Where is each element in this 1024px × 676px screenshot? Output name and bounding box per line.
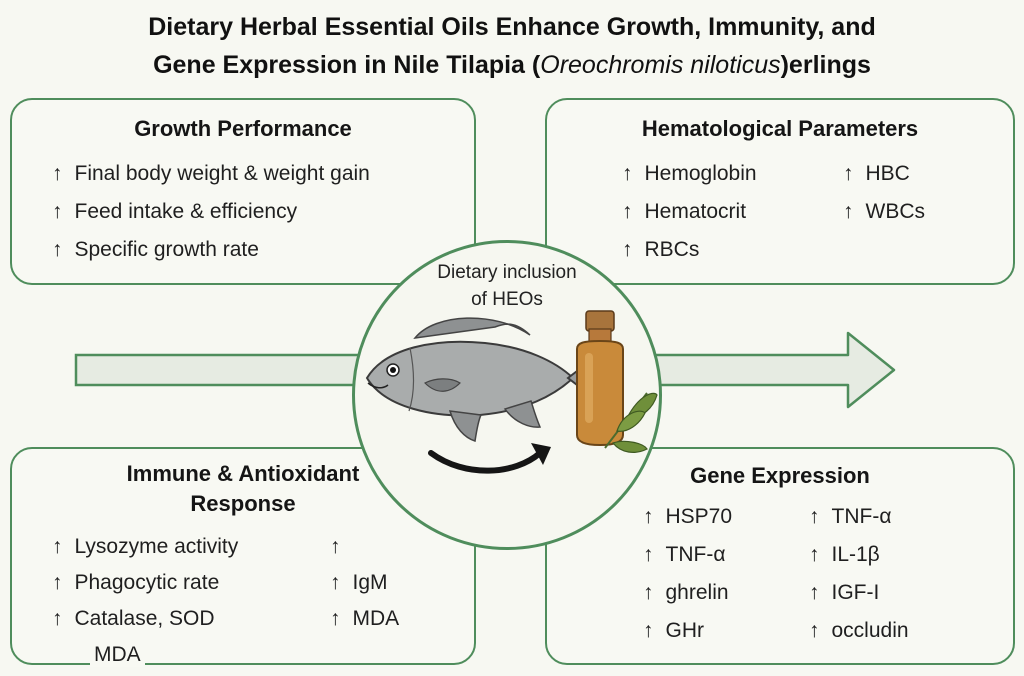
list-item: ↑ Hemoglobin	[622, 162, 757, 186]
curved-arrow-icon	[428, 450, 543, 474]
up-arrow-icon: ↑	[330, 535, 341, 558]
center-label-line-2: of HEOs	[471, 289, 543, 310]
gene-item-label: IGF-I	[831, 581, 880, 604]
growth-performance-box: Growth Performance ↑ Final body weight & …	[10, 98, 476, 285]
hematology-item-label: Hemoglobin	[644, 162, 757, 185]
list-item: ↑ TNF-α	[643, 543, 725, 567]
center-illustration	[365, 310, 658, 474]
list-item: ↑ GHr	[643, 619, 704, 643]
list-item: ↑ MDA	[330, 607, 399, 631]
list-item: ↑	[330, 535, 353, 559]
immune-extra-label: MDA	[90, 643, 145, 667]
title-line-2-end: )erlings	[780, 51, 871, 79]
up-arrow-icon: ↑	[809, 505, 820, 528]
up-arrow-icon: ↑	[843, 200, 854, 223]
up-arrow-icon: ↑	[52, 535, 63, 558]
growth-item-label: Final body weight & weight gain	[74, 162, 370, 185]
hematology-item-label: WBCs	[865, 200, 926, 223]
up-arrow-icon: ↑	[330, 607, 341, 630]
growth-item-label: Specific growth rate	[74, 238, 259, 261]
gene-item-label: TNF-α	[831, 505, 892, 528]
list-item: ↑ Hematocrit	[622, 200, 746, 224]
center-label-line-1: Dietary inclusion	[437, 262, 577, 283]
immune-item-label: Catalase, SOD	[74, 607, 215, 630]
list-item: ↑ Phagocytic rate	[52, 571, 219, 595]
page-title: Dietary Herbal Essential Oils Enhance Gr…	[0, 8, 1024, 84]
gene-item-label: GHr	[665, 619, 705, 642]
up-arrow-icon: ↑	[622, 238, 633, 261]
leaf-icon	[604, 392, 658, 453]
list-item: ↑ IgM	[330, 571, 388, 595]
gene-item-label: IL-1β	[831, 543, 880, 566]
up-arrow-icon: ↑	[52, 607, 63, 630]
hematology-heading: Hematological Parameters	[641, 116, 919, 141]
list-item: ↑ Catalase, SOD	[52, 607, 215, 631]
up-arrow-icon: ↑	[52, 238, 63, 261]
title-species: Oreochromis niloticus	[540, 51, 781, 79]
immune-item-label: IgM	[352, 571, 388, 594]
gene-heading: Gene Expression	[690, 463, 870, 488]
oil-bottle-icon	[576, 310, 624, 447]
list-item: ↑ ghrelin	[643, 581, 729, 605]
up-arrow-icon: ↑	[330, 571, 341, 594]
up-arrow-icon: ↑	[52, 162, 63, 185]
up-arrow-icon: ↑	[809, 581, 820, 604]
fish-illustration	[365, 317, 605, 442]
list-item: ↑ IL-1β	[809, 543, 880, 567]
up-arrow-icon: ↑	[52, 571, 63, 594]
up-arrow-icon: ↑	[843, 162, 854, 185]
list-item: ↑ Feed intake & efficiency	[52, 200, 297, 224]
list-item: ↑ Final body weight & weight gain	[52, 162, 370, 186]
center-label: Dietary inclusion of HEOs	[355, 259, 659, 313]
growth-heading: Growth Performance	[134, 116, 352, 141]
hematology-item-label: HBC	[865, 162, 910, 185]
gene-item-label: TNF-α	[665, 543, 726, 566]
title-line-2: Gene Expression in Nile Tilapia (Oreochr…	[0, 46, 1024, 84]
list-item: ↑ RBCs	[622, 238, 699, 262]
hematology-item-label: RBCs	[644, 238, 700, 261]
list-item: ↑ TNF-α	[809, 505, 891, 529]
hematology-item-label: Hematocrit	[644, 200, 747, 223]
list-item: ↑ HSP70	[643, 505, 732, 529]
up-arrow-icon: ↑	[643, 543, 654, 566]
gene-item-label: ghrelin	[665, 581, 729, 604]
up-arrow-icon: ↑	[643, 619, 654, 642]
immune-item-label: Phagocytic rate	[74, 571, 220, 594]
immune-heading-line-1: Immune & Antioxidant	[126, 461, 360, 486]
immune-item-label: MDA	[352, 607, 400, 630]
gene-item-label: occludin	[831, 619, 909, 642]
hematological-box: Hematological Parameters ↑ Hemoglobin ↑ He…	[545, 98, 1015, 285]
gene-item-label: HSP70	[665, 505, 733, 528]
list-item: ↑ HBC	[843, 162, 910, 186]
growth-item-label: Feed intake & efficiency	[74, 200, 298, 223]
immune-heading-line-2: Response	[190, 491, 296, 516]
up-arrow-icon: ↑	[643, 505, 654, 528]
up-arrow-icon: ↑	[622, 200, 633, 223]
list-item: ↑ Lysozyme activity	[52, 535, 238, 559]
up-arrow-icon: ↑	[809, 619, 820, 642]
list-item: ↑ occludin	[809, 619, 909, 643]
title-line-1: Dietary Herbal Essential Oils Enhance Gr…	[148, 13, 876, 41]
list-item: ↑ Specific growth rate	[52, 238, 259, 262]
up-arrow-icon: ↑	[643, 581, 654, 604]
list-item: ↑ IGF-I	[809, 581, 879, 605]
up-arrow-icon: ↑	[622, 162, 633, 185]
immune-item-label: Lysozyme activity	[74, 535, 239, 558]
up-arrow-icon: ↑	[52, 200, 63, 223]
list-item: ↑ WBCs	[843, 200, 925, 224]
up-arrow-icon: ↑	[809, 543, 820, 566]
title-line-2-start: Gene Expression in Nile Tilapia (	[153, 51, 541, 79]
center-circle: Dietary inclusion of HEOs	[352, 240, 662, 550]
